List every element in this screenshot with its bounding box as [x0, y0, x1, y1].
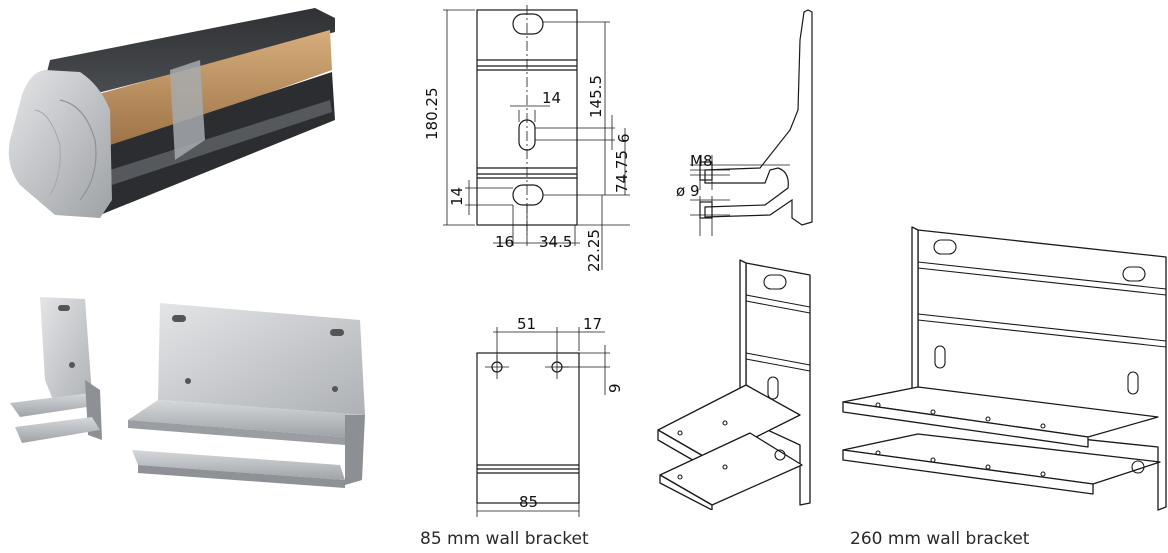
- dim-edge-v: 9: [606, 383, 624, 393]
- caption-85mm-bracket: 85 mm wall bracket: [420, 529, 589, 549]
- bracket-front-drawing: 180.25 14 145.5 6 74.75 14 16 34.5 22.25: [423, 5, 633, 272]
- dim-width: 85: [519, 493, 538, 511]
- dim-slot-gap: 6: [615, 133, 633, 143]
- dim-slot-height: 14: [448, 187, 466, 206]
- dim-thread: M8: [690, 152, 713, 170]
- dim-hole: ø 9: [676, 182, 700, 200]
- dim-offset-right: 34.5: [539, 233, 572, 251]
- dim-offset-left: 16: [495, 233, 514, 251]
- dim-height-total: 180.25: [423, 88, 441, 141]
- awning-cassette-photo: [8, 8, 335, 218]
- bracket-top-drawing: 51 17 9 85: [476, 315, 624, 517]
- dim-slot-span: 145.5: [587, 75, 605, 118]
- dim-slot-width: 14: [542, 89, 561, 107]
- bracket-side-drawing: M8 ø 9: [676, 9, 813, 236]
- dim-lower-span: 74.75: [613, 150, 631, 193]
- dim-edge: 17: [583, 315, 602, 333]
- dim-bottom: 22.25: [585, 229, 603, 272]
- small-bracket-lineart: [657, 259, 811, 510]
- dim-spacing: 51: [517, 315, 536, 333]
- large-bracket-lineart: [842, 226, 1167, 511]
- caption-260mm-bracket: 260 mm wall bracket: [850, 529, 1030, 549]
- brackets-photo: [10, 297, 365, 488]
